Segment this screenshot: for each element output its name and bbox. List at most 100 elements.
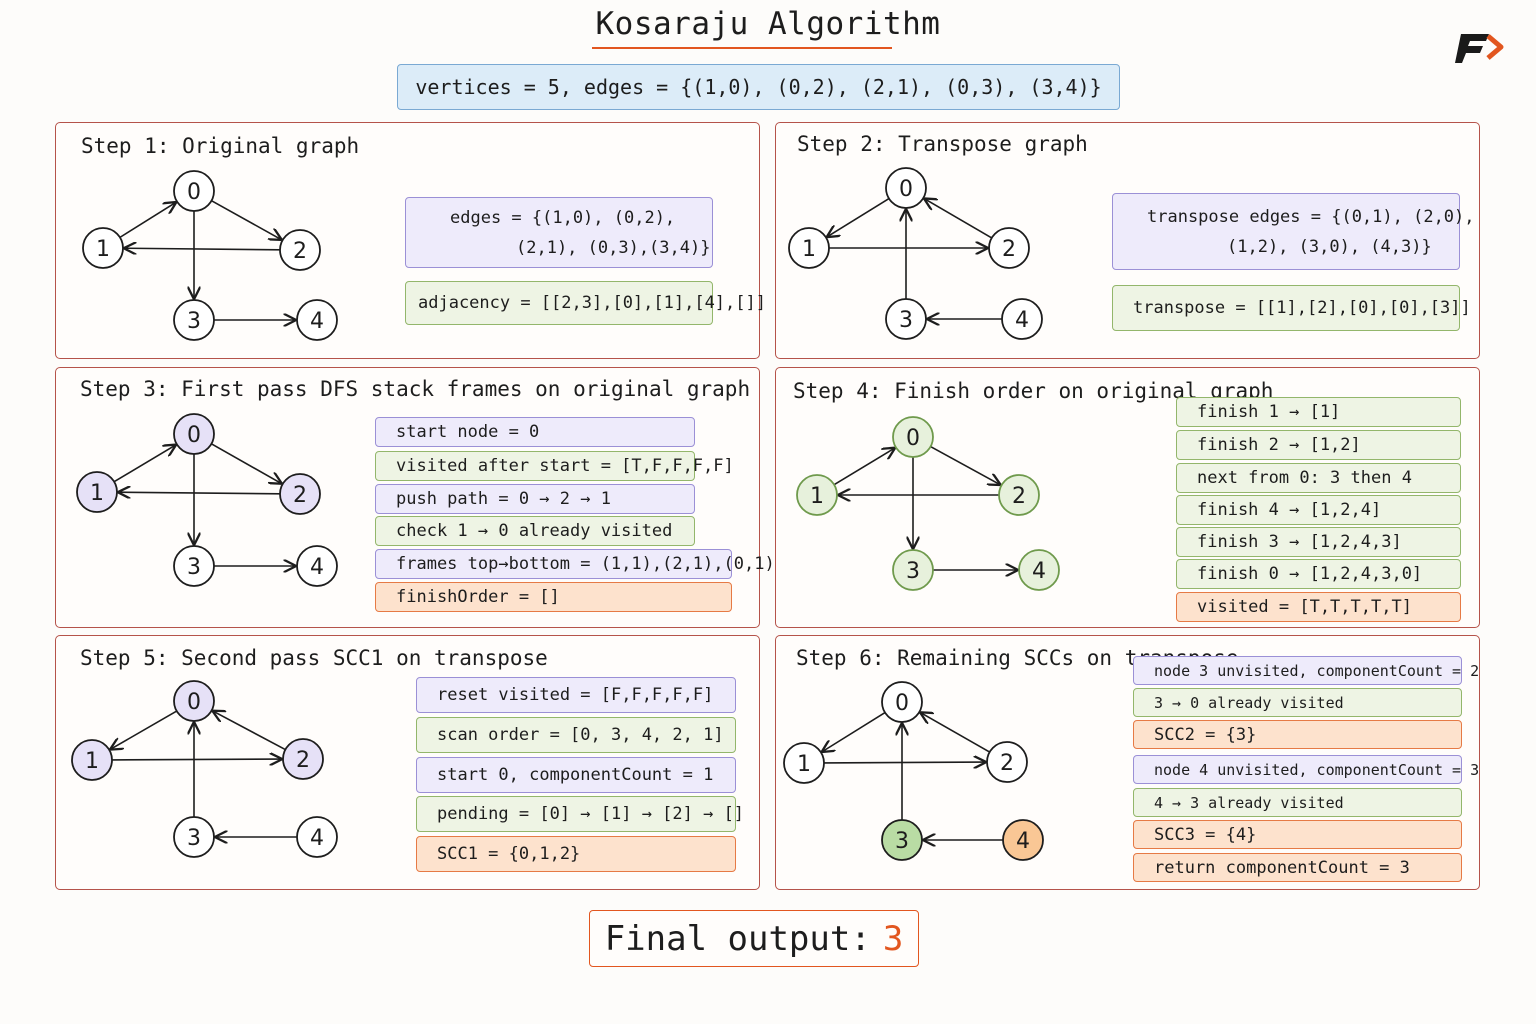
step-2-graph-node-label-3: 3 (899, 308, 913, 333)
step-4-graph-node-4 (1018, 549, 1060, 591)
step-1-graph-edge-0-2 (211, 200, 280, 240)
step-2-graph-edge-0-1 (828, 197, 890, 237)
step-4-line-4: finish 4 → [1,2,4] (1176, 495, 1461, 525)
step-6-graph-node-label-3: 3 (895, 829, 909, 854)
title-underline (592, 47, 892, 49)
step-2-graph-node-label-0: 0 (899, 177, 913, 202)
step-4-line-7: visited = [T,T,T,T,T] (1176, 592, 1461, 622)
step-4-graph-edge-0-2 (930, 445, 1000, 485)
step-3-line-5: frames top→bottom = (1,1),(2,1),(0,1) (375, 549, 775, 579)
step-2-graph-edge-2-0 (925, 199, 993, 239)
step-5-line-5: SCC1 = {0,1,2} (416, 836, 736, 872)
step-1-graph-node-label-2: 2 (293, 239, 307, 264)
step-6-graph-node-1 (783, 742, 825, 784)
step-1-graph-node-label-3: 3 (187, 309, 201, 334)
step-3-graph-edge-2-1 (119, 492, 281, 494)
step-2-edges-line-1: transpose edges = {(0,1), (2,0), (1147, 206, 1475, 227)
step-5-graph-node-2 (282, 738, 324, 780)
step-4-graph-node-label-3: 3 (906, 559, 920, 584)
step-6-graph-edge-2-0 (921, 713, 991, 753)
step-3-graph-node-label-2: 2 (293, 483, 307, 508)
step-5-title: Step 5: Second pass SCC1 on transpose (80, 646, 548, 670)
step-3-line-2: visited after start = [T,F,F,F,F] (375, 451, 734, 481)
step-3-line-1: start node = 0 (375, 417, 695, 447)
step-6-graph-node-4 (1002, 819, 1044, 861)
step-6-line-6: SCC3 = {4} (1133, 820, 1462, 849)
step-5-line-4: pending = [0] → [1] → [2] → [] (416, 796, 744, 832)
step-6-graph-edge-1-2 (823, 762, 985, 763)
step-6-line-3: SCC2 = {3} (1133, 720, 1462, 749)
step-3-graph-node-1 (76, 471, 118, 513)
step-1-graph-node-4 (296, 299, 338, 341)
step-5-graph-edge-0-1 (111, 710, 178, 749)
step-4-graph-node-label-4: 4 (1032, 559, 1046, 584)
step-6-line-1: node 3 unvisited, componentCount = 2 (1133, 656, 1479, 685)
step-4-graph: 0 1 2 3 4 (796, 416, 1060, 591)
step-6-graph-node-label-0: 0 (895, 691, 909, 716)
step-4-line-5: finish 3 → [1,2,4,3] (1176, 527, 1461, 557)
step-5-line-2: scan order = [0, 3, 4, 2, 1] (416, 717, 736, 753)
step-2-edges-box: transpose edges = {(0,1), (2,0), (1,2), … (1112, 193, 1475, 270)
page-title: Kosaraju Algorithm (595, 6, 941, 42)
step-3-graph-node-4 (296, 545, 338, 587)
step-5-graph-node-3 (173, 816, 215, 858)
step-4-graph-edge-1-0 (833, 448, 894, 486)
step-2-graph-node-label-2: 2 (1002, 237, 1016, 262)
step-3-graph-node-label-4: 4 (310, 555, 324, 580)
step-2-graph-node-3 (885, 298, 927, 340)
step-1-graph-node-label-4: 4 (310, 309, 324, 334)
step-6-graph-edge-0-1 (823, 711, 886, 752)
step-1-graph-node-0 (173, 170, 215, 212)
step-4-line-3: next from 0: 3 then 4 (1176, 463, 1461, 493)
step-4-graph-node-label-1: 1 (810, 484, 824, 509)
problem-input-box: vertices = 5, edges = {(1,0), (0,2), (2,… (397, 64, 1120, 110)
step-4-graph-node-label-0: 0 (906, 426, 920, 451)
final-output-value: 3 (882, 918, 904, 959)
step-3-line-3: push path = 0 → 2 → 1 (375, 484, 695, 514)
final-output-box: Final output: 3 (589, 910, 919, 967)
step-2-graph-node-0 (885, 167, 927, 209)
step-3-graph-node-label-3: 3 (187, 555, 201, 580)
step-5-graph-node-0 (173, 680, 215, 722)
step-6-graph-node-0 (881, 681, 923, 723)
step-6-graph: 0 1 2 3 4 (783, 681, 1044, 861)
step-3-graph-node-3 (173, 545, 215, 587)
step-1-adjacency-box: adjacency = [[2,3],[0],[1],[4],[]] (405, 281, 766, 325)
step-2-graph-node-2 (988, 227, 1030, 269)
step-3-title: Step 3: First pass DFS stack frames on o… (80, 377, 751, 401)
step-4-graph-node-2 (998, 474, 1040, 516)
step-5-graph-node-label-3: 3 (187, 826, 201, 851)
step-4-graph-node-label-2: 2 (1012, 484, 1026, 509)
step-1-graph-node-3 (173, 299, 215, 341)
step-1-edges-box: edges = {(1,0), (0,2), (2,1), (0,3),(3,4… (405, 197, 713, 268)
step-1-graph-edge-2-1 (125, 248, 281, 250)
step-5-graph-node-label-4: 4 (310, 826, 324, 851)
step-4-line-6: finish 0 → [1,2,4,3,0] (1176, 559, 1461, 589)
step-1-title: Step 1: Original graph (81, 134, 360, 158)
step-6-line-5: 4 → 3 already visited (1133, 788, 1462, 817)
step-4-graph-node-0 (892, 416, 934, 458)
step-3-graph-node-0 (173, 413, 215, 455)
step-4-line-1: finish 1 → [1] (1176, 397, 1461, 427)
step-6-graph-node-label-4: 4 (1016, 829, 1030, 854)
step-4-line-2: finish 2 → [1,2] (1176, 430, 1461, 460)
step-6-graph-node-label-1: 1 (797, 752, 811, 777)
step-2-graph-node-label-1: 1 (802, 237, 816, 262)
step-5-line-3: start 0, componentCount = 1 (416, 757, 736, 793)
step-5-graph-edge-1-2 (111, 759, 281, 760)
step-6-line-7: return componentCount = 3 (1133, 853, 1462, 882)
step-3-line-6: finishOrder = [] (375, 582, 732, 612)
step-2-title: Step 2: Transpose graph (797, 132, 1088, 156)
final-output-label: Final output: (604, 918, 871, 959)
step-3-graph-edge-0-2 (211, 443, 280, 483)
step-5-graph-node-label-1: 1 (85, 749, 99, 774)
step-6-graph-node-2 (986, 741, 1028, 783)
step-5-graph-node-1 (71, 739, 113, 781)
step-3-graph-node-label-0: 0 (187, 423, 201, 448)
step-6-graph-node-label-2: 2 (1000, 751, 1014, 776)
step-2-edges-line-2: (1,2), (3,0), (4,3)} (1227, 236, 1432, 257)
